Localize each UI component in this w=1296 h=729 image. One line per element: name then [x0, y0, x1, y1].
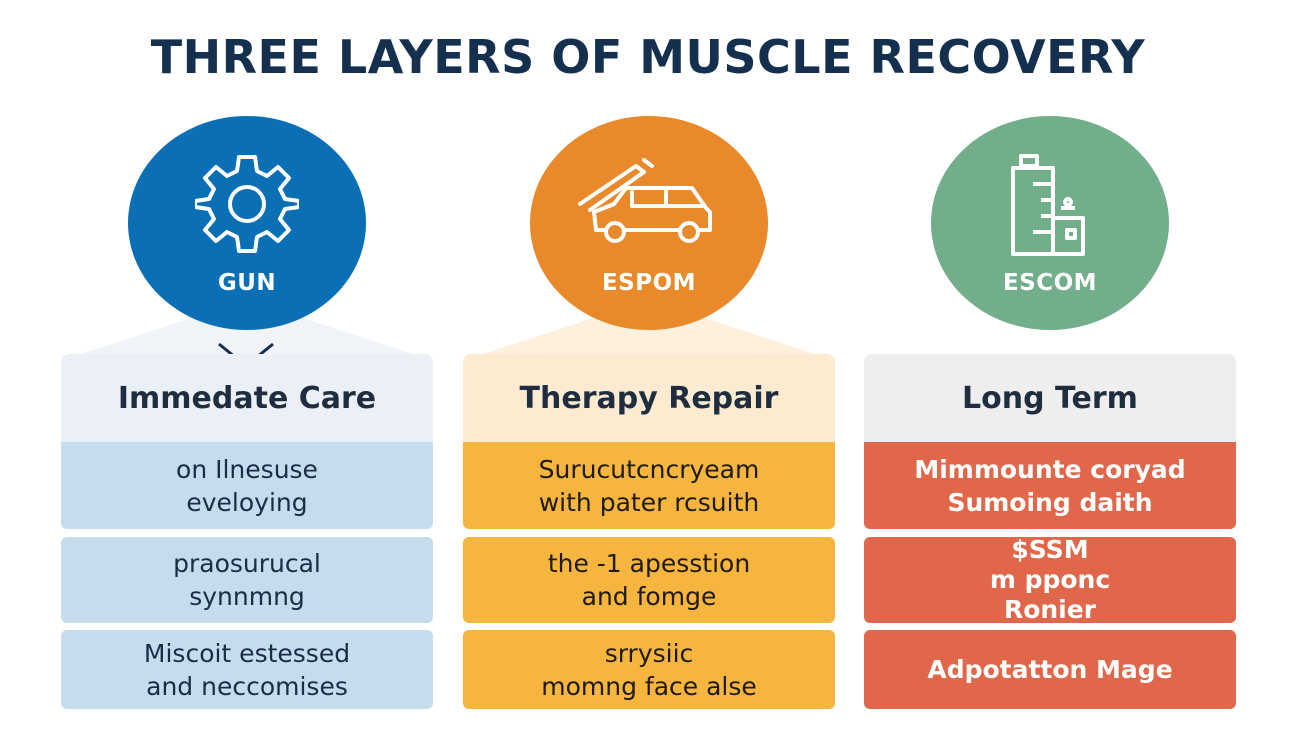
column-therapy-repair: ESPOM Therapy Repair Surucutcncryeam wit…	[463, 0, 835, 729]
page-title: THREE LAYERS OF MUSCLE RECOVERY	[150, 30, 1146, 84]
layer-circle: ESCOM	[931, 116, 1169, 330]
list-item: Surucutcncryeam with pater rcsuith	[463, 442, 835, 529]
layer-circle: GUN	[128, 116, 366, 330]
list-item: srrysiic momng face alse	[463, 630, 835, 709]
layer-header: Immedate Care	[61, 354, 433, 442]
layer-badge: ESCOM	[1002, 270, 1098, 296]
list-item: praosurucal synnmng	[61, 537, 433, 623]
list-item: on Ilnesuse eveloying	[61, 442, 433, 529]
layer-badge: GUN	[217, 270, 277, 296]
column-long-term: ESCOM Long Term Mimmounte coryad Sumoing…	[864, 0, 1236, 729]
list-item: Mimmounte coryad Sumoing daith	[864, 442, 1236, 529]
list-item: $SSM m pponc Ronier	[864, 535, 1236, 624]
gear-icon	[195, 155, 299, 253]
layer-header: Long Term	[864, 354, 1236, 442]
layer-circle: ESPOM	[530, 116, 768, 330]
list-item: Miscoit estessed and neccomises	[61, 630, 433, 709]
column-immediate-care: GUN Immedate Care on Ilnesuse eveloying …	[61, 0, 433, 729]
layer-badge: ESPOM	[601, 270, 697, 296]
list-item: the -1 apesstion and fomge	[463, 537, 835, 623]
building-icon	[1011, 154, 1085, 256]
car-icon	[578, 158, 712, 243]
layer-header: Therapy Repair	[463, 354, 835, 442]
list-item: Adpotatton Mage	[864, 630, 1236, 709]
